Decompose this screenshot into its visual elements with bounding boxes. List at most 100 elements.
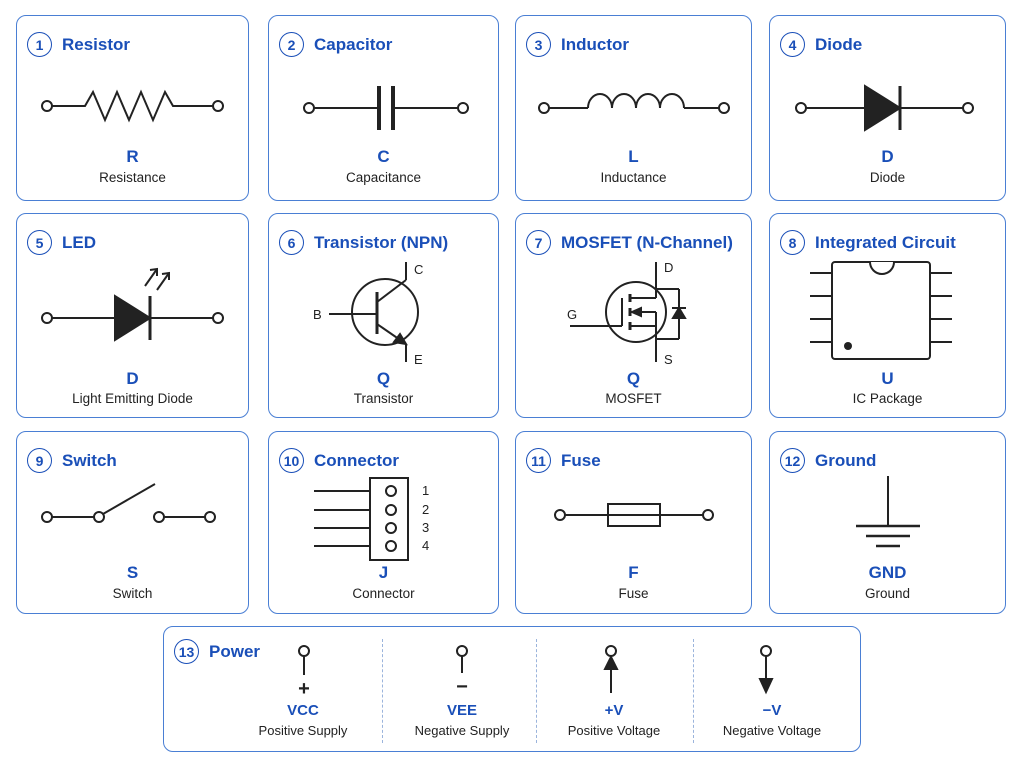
pin-label-gate: G — [567, 307, 577, 322]
connector-icon: 1 2 3 4 — [314, 477, 429, 561]
power-item-vcc: + VCC Positive Supply — [226, 627, 380, 753]
connector-pin-1: 1 — [422, 483, 429, 498]
card-number: 6 — [279, 230, 304, 255]
card-title: Capacitor — [314, 34, 393, 54]
resistor-icon — [41, 89, 224, 123]
power-item-vee: − VEE Negative Supply — [385, 627, 539, 753]
card-header: 9 Switch — [27, 448, 117, 473]
designator: C — [377, 147, 390, 166]
card-header: 4 Diode — [780, 32, 862, 57]
description: Light Emitting Diode — [72, 391, 193, 406]
card-title: Inductor — [561, 34, 629, 54]
card-number: 4 — [780, 32, 805, 57]
description: IC Package — [852, 391, 923, 406]
card-title: Power — [209, 641, 261, 661]
divider — [382, 639, 383, 743]
designator: F — [628, 563, 639, 582]
inductor-icon — [538, 93, 730, 114]
designator: GND — [868, 563, 907, 582]
polarity-sign: − — [456, 676, 468, 698]
card-number: 8 — [780, 230, 805, 255]
positive-voltage-arrow-icon — [603, 645, 619, 693]
description: Ground — [864, 586, 911, 601]
card-number: 12 — [780, 448, 805, 473]
card-number: 10 — [279, 448, 304, 473]
card-number: 1 — [27, 32, 52, 57]
card-connector: 10 Connector 1 2 3 4 J Connector — [268, 431, 499, 614]
description: Transistor — [353, 391, 414, 406]
designator: D — [126, 369, 139, 388]
card-header: 13 Power — [174, 639, 260, 664]
card-number: 9 — [27, 448, 52, 473]
card-title: Integrated Circuit — [815, 232, 956, 252]
pin-label-base: B — [313, 307, 322, 322]
ground-icon — [856, 476, 920, 548]
card-title: Switch — [62, 450, 117, 470]
description: Fuse — [618, 586, 649, 601]
card-title: LED — [62, 232, 96, 252]
card-number: 2 — [279, 32, 304, 57]
capacitor-icon — [303, 86, 469, 130]
card-title: Ground — [815, 450, 877, 470]
card-header: 3 Inductor — [526, 32, 629, 57]
card-switch: 9 Switch S Switch — [16, 431, 249, 614]
fuse-icon — [554, 503, 714, 527]
designator: +V — [604, 702, 624, 719]
card-header: 10 Connector — [279, 448, 399, 473]
card-integrated-circuit: 8 Integrated Circuit U IC Package — [769, 213, 1006, 418]
card-header: 6 Transistor (NPN) — [279, 230, 448, 255]
diode-icon — [795, 84, 974, 132]
designator: −V — [762, 702, 782, 719]
card-title: MOSFET (N-Channel) — [561, 232, 733, 252]
card-title: Diode — [815, 34, 863, 54]
description: Positive Voltage — [567, 723, 661, 738]
polarity-sign: + — [298, 678, 310, 700]
negative-voltage-arrow-icon — [758, 645, 774, 695]
switch-icon — [41, 483, 216, 523]
description: Capacitance — [345, 170, 422, 185]
designator: Q — [376, 369, 391, 388]
card-transistor-npn: 6 Transistor (NPN) C B E Q Transistor — [268, 213, 499, 418]
card-title: Connector — [314, 450, 399, 470]
card-header: 8 Integrated Circuit — [780, 230, 956, 255]
designator: R — [126, 147, 139, 166]
card-fuse: 11 Fuse F Fuse — [515, 431, 752, 614]
card-number: 7 — [526, 230, 551, 255]
vee-icon: − — [456, 645, 468, 698]
pin-label-source: S — [664, 352, 673, 367]
description: Switch — [112, 586, 153, 601]
description: Negative Supply — [414, 723, 510, 738]
description: Negative Voltage — [722, 723, 822, 738]
card-mosfet: 7 MOSFET (N-Channel) D G S Q MOSFET — [515, 213, 752, 418]
vcc-icon: + — [298, 645, 310, 700]
card-title: Fuse — [561, 450, 601, 470]
description: Connector — [352, 586, 415, 601]
card-header: 11 Fuse — [526, 448, 601, 473]
description: Inductance — [600, 170, 667, 185]
designator: J — [378, 563, 389, 582]
designator: D — [881, 147, 894, 166]
card-header: 12 Ground — [780, 448, 876, 473]
connector-pin-4: 4 — [422, 538, 429, 553]
designator: VEE — [446, 702, 477, 719]
power-item-positive-voltage: +V Positive Voltage — [537, 627, 691, 753]
card-capacitor: 2 Capacitor C Capacitance — [268, 15, 499, 201]
designator: S — [126, 563, 139, 582]
description: MOSFET — [605, 391, 662, 406]
led-icon — [41, 267, 224, 342]
pin-label-collector: C — [414, 262, 423, 277]
connector-pin-3: 3 — [422, 520, 429, 535]
card-resistor: 1 Resistor R Resistance — [16, 15, 249, 201]
description: Positive Supply — [258, 723, 348, 738]
card-title: Resistor — [62, 34, 131, 54]
pin-label-drain: D — [664, 260, 673, 275]
card-power: 13 Power + VCC Positive Supply − VEE Neg… — [163, 626, 861, 752]
designator: Q — [626, 369, 641, 388]
designator: U — [881, 369, 894, 388]
pin-label-emitter: E — [414, 352, 423, 367]
card-ground: 12 Ground GND Ground — [769, 431, 1006, 614]
card-number: 5 — [27, 230, 52, 255]
card-title: Transistor (NPN) — [314, 232, 449, 252]
card-header: 2 Capacitor — [279, 32, 392, 57]
description: Diode — [869, 170, 906, 185]
